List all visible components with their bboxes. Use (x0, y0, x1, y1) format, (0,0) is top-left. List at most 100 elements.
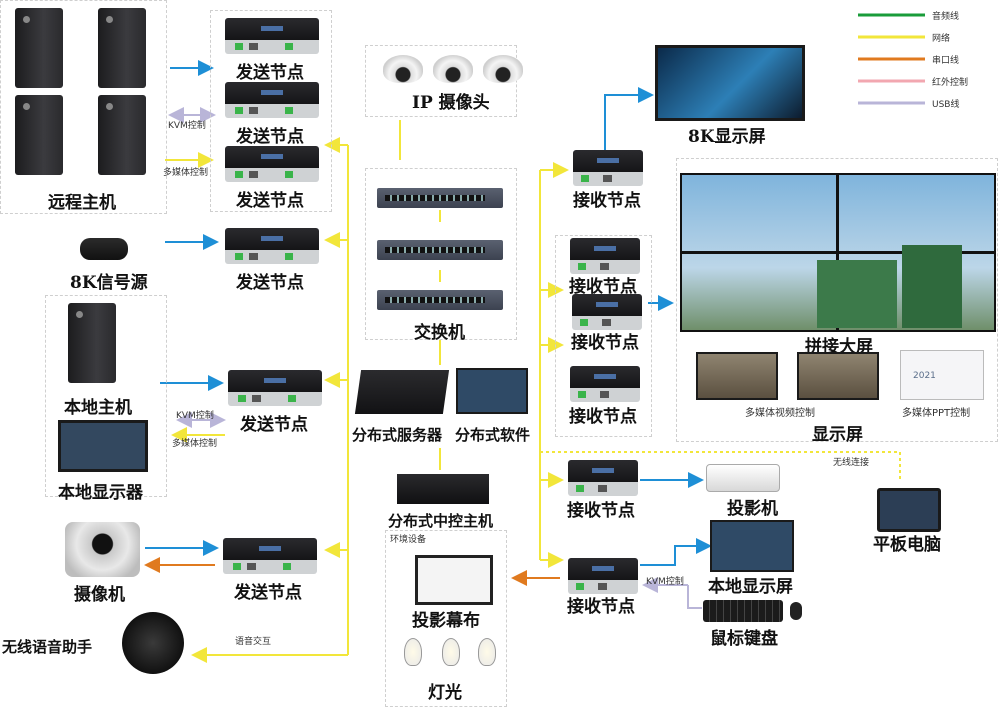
dist-software-screen-icon (456, 368, 528, 414)
kvm-ctrl-label: KVM控制 (646, 577, 684, 587)
voice-assistant-label: 无线语音助手 (2, 638, 93, 656)
legend-network: 网络 (932, 34, 951, 44)
display-label: 显示屏 (812, 425, 863, 445)
legend-ir: 红外控制 (932, 78, 969, 88)
switch-device-icon (377, 188, 503, 208)
recv-node-device-icon (573, 150, 643, 188)
recv-node-device-icon (570, 238, 640, 276)
recv-node-label: 接收节点 (567, 597, 635, 617)
light-bulb-icon (442, 638, 460, 666)
projector-label: 投影机 (727, 499, 778, 519)
projection-screen-label: 投影幕布 (412, 611, 480, 631)
send-node-device-icon (223, 538, 317, 576)
camera-icon (65, 522, 140, 577)
kvm-ctrl-label: KVM控制 (168, 121, 206, 131)
tablet-icon (877, 488, 941, 532)
recv-node-group (555, 235, 652, 437)
lighting-label: 灯光 (428, 683, 462, 703)
light-bulb-icon (404, 638, 422, 666)
projector-icon (706, 464, 780, 492)
local-display-icon (58, 420, 148, 472)
ppt-year-text: 2021 (913, 371, 936, 381)
recv-node-label: 接收节点 (573, 191, 641, 211)
send-node-device-icon (225, 228, 319, 266)
env-devices-group (385, 530, 507, 707)
recv-node-device-icon (572, 294, 642, 332)
dist-server-label: 分布式服务器 (352, 426, 443, 444)
central-host-icon (397, 474, 489, 504)
display-8k-icon (655, 45, 805, 121)
local-host-label: 本地主机 (64, 398, 132, 418)
voice-assistant-icon (122, 612, 184, 674)
local-host-group (45, 295, 167, 497)
switch-device-icon (377, 240, 503, 260)
remote-host-pc-icon (15, 8, 63, 88)
remote-host-group (0, 0, 167, 214)
tablet-label: 平板电脑 (873, 535, 941, 555)
media-ctrl-label: 多媒体控制 (163, 168, 209, 178)
send-node-label: 发送节点 (234, 583, 302, 603)
local-display-label: 本地显示器 (58, 483, 143, 503)
legend-audio: 音频线 (932, 12, 960, 22)
recv-node-label: 接收节点 (571, 333, 639, 353)
local-display-screen-icon (710, 520, 794, 572)
send-node-device-icon (228, 370, 322, 408)
recv-node-device-icon (568, 460, 638, 498)
remote-host-pc-icon (15, 95, 63, 175)
local-display-screen-label: 本地显示屏 (708, 577, 793, 597)
splice-wall-group (676, 158, 998, 442)
remote-host-pc-icon (98, 8, 146, 88)
send-node-device-icon (225, 82, 319, 120)
dist-server-icon (354, 370, 450, 414)
ip-camera-icon (433, 55, 473, 83)
send-node-label: 发送节点 (236, 273, 304, 293)
media-ctrl-label: 多媒体控制 (172, 439, 218, 449)
ip-camera-icon (483, 55, 523, 83)
send-node-group (210, 10, 332, 212)
media-video-screen-icon (696, 352, 778, 400)
send-node-device-icon (225, 18, 319, 56)
switch-label: 交换机 (414, 323, 465, 343)
local-host-pc-icon (68, 303, 116, 383)
send-node-label: 发送节点 (240, 415, 308, 435)
ip-camera-group (365, 45, 517, 117)
mouse-icon (790, 602, 802, 620)
light-bulb-icon (478, 638, 496, 666)
signal-source-icon (80, 238, 128, 260)
kvm-ctrl-label: KVM控制 (176, 411, 214, 421)
send-node-label: 发送节点 (236, 127, 304, 147)
switch-group (365, 168, 517, 340)
dist-software-label: 分布式软件 (455, 426, 531, 444)
projection-screen-icon (415, 555, 493, 605)
media-ppt-ctrl-label: 多媒体PPT控制 (902, 408, 971, 419)
send-node-label: 发送节点 (236, 191, 304, 211)
central-host-label: 分布式中控主机 (388, 512, 494, 530)
media-ppt-screen-icon: 2021 (900, 350, 984, 400)
remote-host-pc-icon (98, 95, 146, 175)
voice-interaction-label: 语音交互 (235, 637, 272, 647)
media-video-screen-icon (797, 352, 879, 400)
signal-source-label: 8K信号源 (70, 273, 148, 293)
remote-host-label: 远程主机 (48, 193, 116, 213)
media-video-ctrl-label: 多媒体视频控制 (745, 408, 815, 419)
ip-camera-icon (383, 55, 423, 83)
mouse-keyboard-label: 鼠标键盘 (710, 629, 778, 649)
send-node-label: 发送节点 (236, 63, 304, 83)
camera-label: 摄像机 (74, 585, 125, 605)
keyboard-icon (703, 600, 783, 622)
recv-node-label: 接收节点 (569, 407, 637, 427)
send-node-device-icon (225, 146, 319, 184)
recv-node-device-icon (568, 558, 638, 596)
ip-camera-label: IP 摄像头 (412, 93, 490, 113)
switch-device-icon (377, 290, 503, 310)
legend-serial: 串口线 (932, 56, 960, 66)
recv-node-device-icon (570, 366, 640, 404)
display-8k-label: 8K显示屏 (688, 127, 766, 147)
legend-usb: USB线 (932, 100, 960, 110)
splice-wall-screen-icon (680, 173, 996, 332)
recv-node-label: 接收节点 (567, 501, 635, 521)
wireless-link-label: 无线连接 (833, 458, 870, 468)
env-devices-label: 环境设备 (390, 535, 427, 545)
